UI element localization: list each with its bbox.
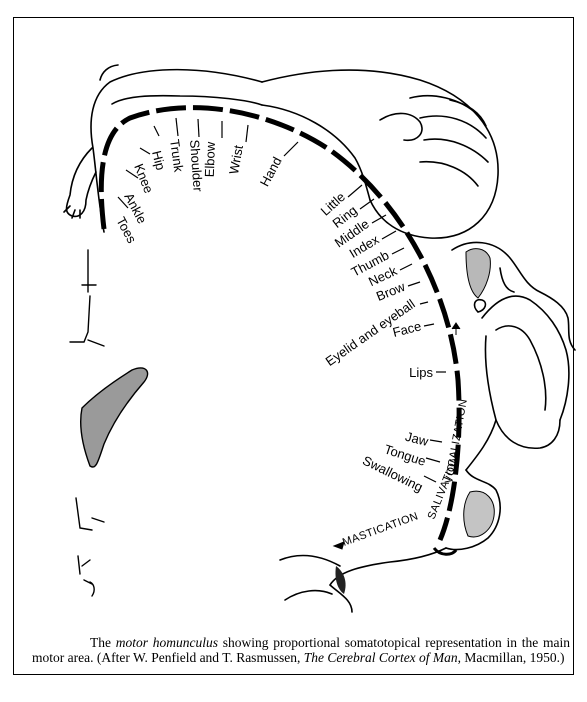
label-elbow: Elbow — [202, 141, 218, 178]
label-trunk: Trunk — [167, 138, 186, 173]
label-lips: Lips — [409, 365, 433, 380]
hand-drawing — [262, 70, 498, 238]
tongue-jaw-drawing — [280, 470, 500, 612]
brow-hatching — [466, 249, 490, 298]
label-wrist: Wrist — [226, 144, 246, 176]
label-salivation: SALIVATION — [426, 453, 463, 521]
label-hand: Hand — [257, 154, 285, 188]
caption-part1: The — [90, 635, 116, 650]
label-hip: Hip — [149, 149, 168, 172]
label-jaw: Jaw — [404, 429, 431, 449]
caption-term: motor homunculus — [116, 635, 218, 650]
caption-part3: , Macmillan, 1950.) — [458, 650, 565, 665]
tick-marks — [118, 118, 446, 482]
figure-caption: The motor homunculus showing proportiona… — [32, 635, 570, 665]
tongue-hatching — [464, 491, 495, 537]
left-hatched-shape — [81, 368, 148, 467]
label-mastication: MASTICATION — [341, 510, 420, 549]
vocalization-arrows — [334, 323, 460, 549]
caption-book: The Cerebral Cortex of Man — [304, 650, 458, 665]
